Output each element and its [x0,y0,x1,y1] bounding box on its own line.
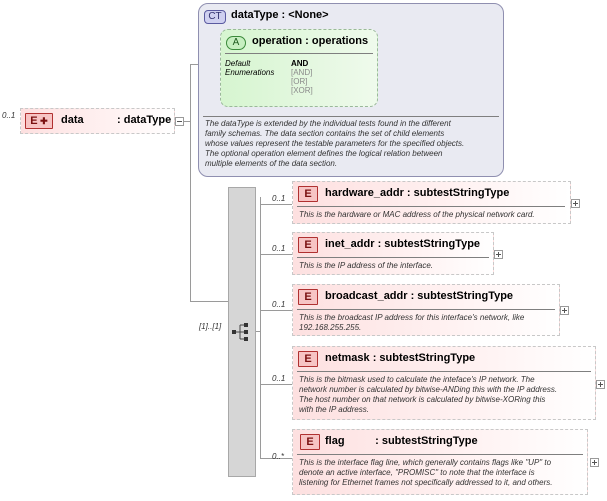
element-occurrence: 0..1 [272,300,286,309]
element-description: This is the interface flag line, which g… [299,458,553,487]
complex-type-title: dataType : <None> [231,9,329,21]
divider [297,206,565,207]
element-description: This is the hardware or MAC address of t… [299,210,535,219]
connector-line [260,204,292,205]
element-badge: E [300,434,320,450]
connector-line [256,331,261,332]
sequence-compositor[interactable] [228,187,256,477]
collapse-toggle[interactable] [175,117,184,126]
connector-line [190,64,199,65]
connector-line [260,197,261,459]
element-badge: E [298,237,318,253]
default-value: AND [291,59,309,68]
divider [297,257,489,258]
enumeration-value: [AND] [291,68,313,77]
element-occurrence: 0..1 [272,194,286,203]
default-label: Default [225,59,251,68]
divider [297,371,591,372]
enumerations-label: Enumerations [225,68,275,77]
element-badge: E [298,351,318,367]
expand-toggle[interactable] [596,380,605,389]
connector-line [260,458,292,459]
element-flag[interactable]: E flag : subtestStringType This is the i… [292,429,588,495]
connector-line [184,121,191,122]
divider [225,53,373,54]
element-hardware-addr[interactable]: E hardware_addr : subtestStringType This… [292,181,571,224]
connector-line [260,384,292,385]
element-description: This is the broadcast IP address for thi… [299,313,525,332]
attribute-title: operation : operations [252,35,369,47]
connector-line [190,301,228,302]
root-element-name: data [61,114,84,126]
element-occurrence: 0..* [272,452,285,461]
sequence-occurrence: [1]..[1] [199,322,222,331]
element-title: broadcast_addr : subtestStringType [325,290,514,302]
element-badge: E ✚ [25,113,53,129]
element-occurrence: 0..1 [272,244,286,253]
element-title: flag : subtestStringType [325,435,478,447]
connector-line [260,254,292,255]
element-netmask[interactable]: E netmask : subtestStringType This is th… [292,346,596,420]
expand-toggle[interactable] [560,306,569,315]
element-inet-addr[interactable]: E inet_addr : subtestStringType This is … [292,232,494,275]
enumeration-value: [XOR] [291,86,313,95]
element-title: inet_addr : subtestStringType [325,238,481,250]
element-description: This is the bitmask used to calculate th… [299,375,558,414]
complex-type-badge: CT [204,10,226,24]
element-badge: E [298,289,318,305]
sequence-compositor-icon [232,323,248,341]
attribute-badge: A [226,36,246,50]
root-occurrence: 0..1 [2,111,16,120]
root-element-type: : dataType [117,114,172,126]
divider [297,454,583,455]
divider [297,309,555,310]
element-title: hardware_addr : subtestStringType [325,187,510,199]
enumeration-value: [OR] [291,77,308,86]
complex-type-box[interactable]: CT dataType : <None> A operation : opera… [198,3,504,177]
element-title: netmask : subtestStringType [325,352,476,364]
connector-line [190,64,191,302]
expand-toggle[interactable] [590,458,599,467]
element-broadcast-addr[interactable]: E broadcast_addr : subtestStringType Thi… [292,284,560,336]
element-description: This is the IP address of the interface. [299,261,433,270]
complex-type-description: The dataType is extended by the individu… [205,119,465,168]
divider [203,116,499,117]
expand-toggle[interactable] [571,199,580,208]
element-occurrence: 0..1 [272,374,286,383]
root-element-data[interactable]: E ✚ data : dataType [20,108,175,134]
attribute-operation-box[interactable]: A operation : operations Default Enumera… [220,29,378,107]
element-badge: E [298,186,318,202]
connector-line [260,310,292,311]
expand-toggle[interactable] [494,250,503,259]
